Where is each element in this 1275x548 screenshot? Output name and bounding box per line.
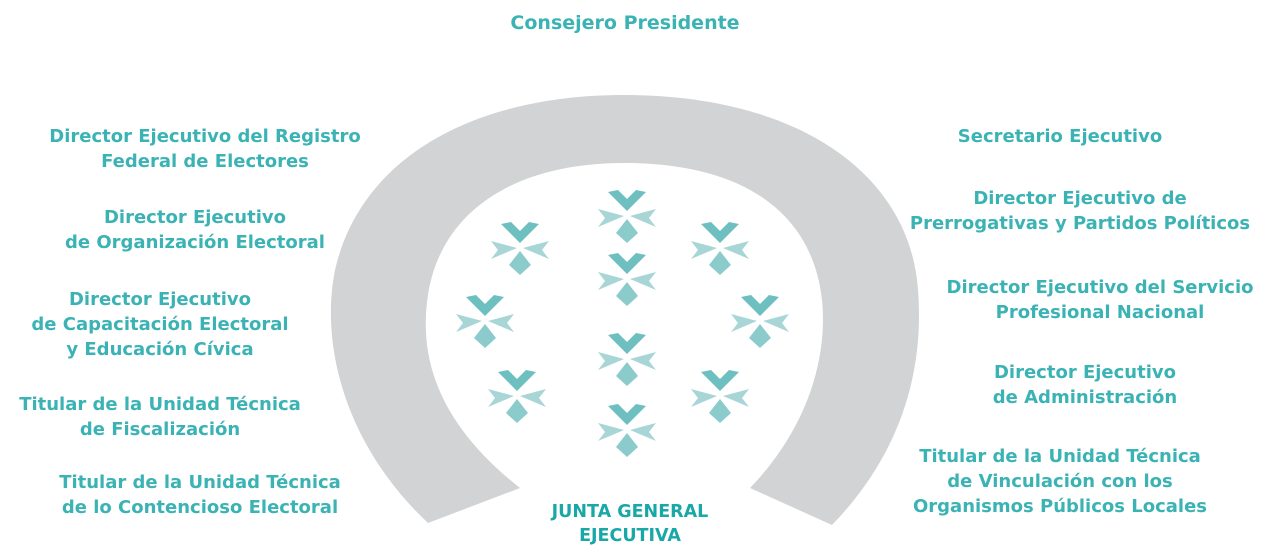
left-member-2: Director Ejecutivo de Organización Elect… — [65, 207, 325, 253]
ine-flower-icon — [598, 333, 656, 386]
left-member-5: Titular de la Unidad Técnica de lo Conte… — [59, 472, 341, 518]
right-member-4: Director Ejecutivo de Administración — [992, 362, 1178, 408]
center-title: JUNTA GENERAL EJECUTIVA — [551, 502, 709, 546]
ine-flower-icon — [691, 370, 749, 423]
left-member-3: Director Ejecutivo de Capacitación Elect… — [31, 289, 289, 360]
ine-flower-icon — [488, 370, 546, 423]
right-member-5: Titular de la Unidad Técnica de Vinculac… — [912, 446, 1207, 517]
ine-flower-icon — [598, 404, 656, 457]
ine-flower-icon — [598, 190, 656, 243]
left-member-4: Titular de la Unidad Técnica de Fiscaliz… — [19, 394, 301, 440]
ine-flower-icon — [456, 295, 514, 348]
right-member-3: Director Ejecutivo del Servicio Profesio… — [946, 277, 1254, 323]
right-member-1: Secretario Ejecutivo — [957, 126, 1163, 147]
ine-flower-icon — [731, 295, 789, 348]
ine-flower-icon — [691, 222, 749, 275]
top-title: Consejero Presidente — [510, 12, 740, 34]
ine-flower-icon — [491, 222, 549, 275]
right-member-2: Director Ejecutivo de Prerrogativas y Pa… — [909, 188, 1251, 234]
left-member-1: Director Ejecutivo del Registro Federal … — [49, 126, 361, 172]
ine-flower-icon — [598, 253, 656, 306]
horseshoe-arch — [330, 95, 919, 525]
